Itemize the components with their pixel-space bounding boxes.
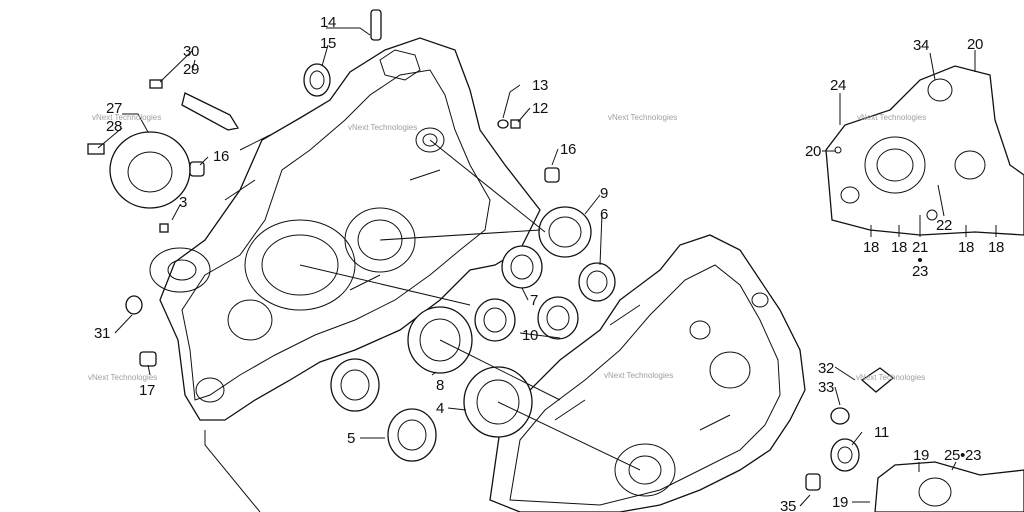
callout-16-right: 16 <box>560 141 576 158</box>
callout-4: 4 <box>436 400 444 417</box>
callout-20-top: 20 <box>967 36 983 53</box>
watermark-text: vNext Technologies <box>92 113 161 122</box>
bearings-and-seals <box>87 9 895 491</box>
callout-17: 17 <box>139 382 155 399</box>
watermark-text: vNext Technologies <box>88 373 157 382</box>
callout-29: 29 <box>183 61 199 78</box>
watermark-text: vNext Technologies <box>608 113 677 122</box>
callout-28: 28 <box>106 118 122 135</box>
callout-12: 12 <box>532 100 548 117</box>
left-crankcase-half <box>149 37 541 421</box>
callout-23: 23 <box>912 263 928 280</box>
watermark-text: vNext Technologies <box>857 113 926 122</box>
callout-18-c: 18 <box>958 239 974 256</box>
callout-27: 27 <box>106 100 122 117</box>
callout-16-left: 16 <box>213 148 229 165</box>
callout-24: 24 <box>830 77 846 94</box>
callout-19-bottom: 19 <box>832 494 848 511</box>
callout-15: 15 <box>320 35 336 52</box>
callout-18-a: 18 <box>863 239 879 256</box>
callout-9: 9 <box>600 185 608 202</box>
watermarks: vNext Technologies vNext Technologies vN… <box>88 113 926 382</box>
right-crankcase-half <box>489 234 806 512</box>
callout-11: 11 <box>874 424 889 441</box>
callout-13: 13 <box>532 77 548 94</box>
callout-32: 32 <box>818 360 834 377</box>
callout-20-left: 20 <box>805 143 821 160</box>
callout-7: 7 <box>530 292 538 309</box>
callout-30: 30 <box>183 43 199 60</box>
callout-18-d: 18 <box>988 239 1004 256</box>
callout-25-23: 25•23 <box>944 447 981 464</box>
callout-22: 22 <box>936 217 952 234</box>
callout-34: 34 <box>913 37 929 54</box>
callout-19-top: 19 <box>913 447 929 464</box>
callout-35: 35 <box>780 498 796 512</box>
callout-10: 10 <box>522 327 538 344</box>
callout-labels: 14 15 30 29 27 28 16 3 31 17 13 12 16 9 … <box>94 14 1004 512</box>
callout-31: 31 <box>94 325 110 342</box>
callout-6: 6 <box>600 206 608 223</box>
callout-18-b: 18 <box>891 239 907 256</box>
callout-5: 5 <box>347 430 355 447</box>
watermark-text: vNext Technologies <box>348 123 417 132</box>
callout-21: 21 <box>912 239 928 256</box>
crankcase-inset-view <box>825 65 1024 236</box>
watermark-text: vNext Technologies <box>604 371 673 380</box>
callout-8: 8 <box>436 377 444 394</box>
crankcase-inset-bottom <box>874 461 1024 512</box>
callout-dot <box>918 258 922 262</box>
callout-14: 14 <box>320 14 336 31</box>
watermark-text: vNext Technologies <box>856 373 925 382</box>
callout-33: 33 <box>818 379 834 396</box>
leader-lines <box>97 27 997 512</box>
callout-3: 3 <box>179 194 187 211</box>
